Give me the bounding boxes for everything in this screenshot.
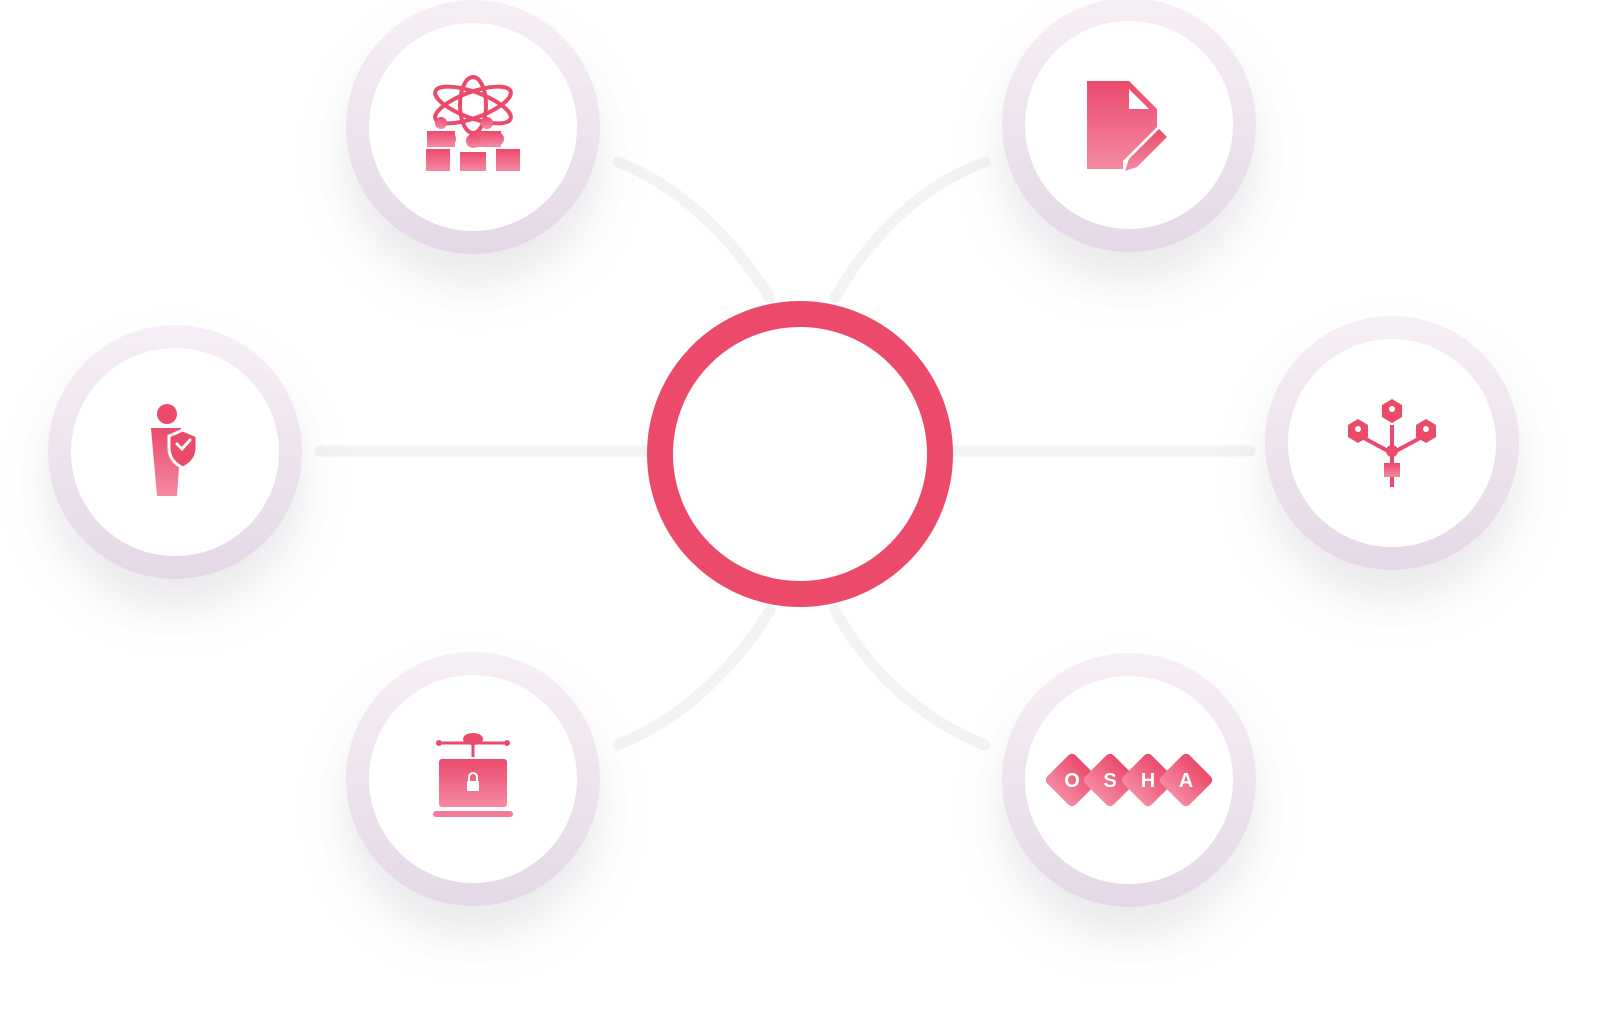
osha-letter-tile: O <box>1045 753 1099 807</box>
osha-letter-tile: S <box>1083 753 1137 807</box>
document-edit-icon <box>1087 81 1167 171</box>
osha-letter: H <box>1141 770 1155 792</box>
connector-bottom-left <box>612 604 776 751</box>
connector-top-right <box>829 156 991 304</box>
org-network-icon <box>1348 399 1436 487</box>
node-team-science[interactable] <box>346 0 600 254</box>
connectors <box>314 156 1256 751</box>
person-shield-icon <box>151 404 199 496</box>
osha-letter: O <box>1064 770 1080 792</box>
osha-letter-tile: A <box>1159 753 1213 807</box>
laptop-lock-icon <box>433 733 513 817</box>
osha-letter: S <box>1103 770 1116 792</box>
connector-top-left <box>612 156 776 304</box>
osha-letter: A <box>1179 770 1193 792</box>
team-science-icon <box>426 75 520 171</box>
connector-bottom-right <box>829 604 991 751</box>
osha-letter-tile: H <box>1121 753 1175 807</box>
hub-ring <box>647 301 953 607</box>
